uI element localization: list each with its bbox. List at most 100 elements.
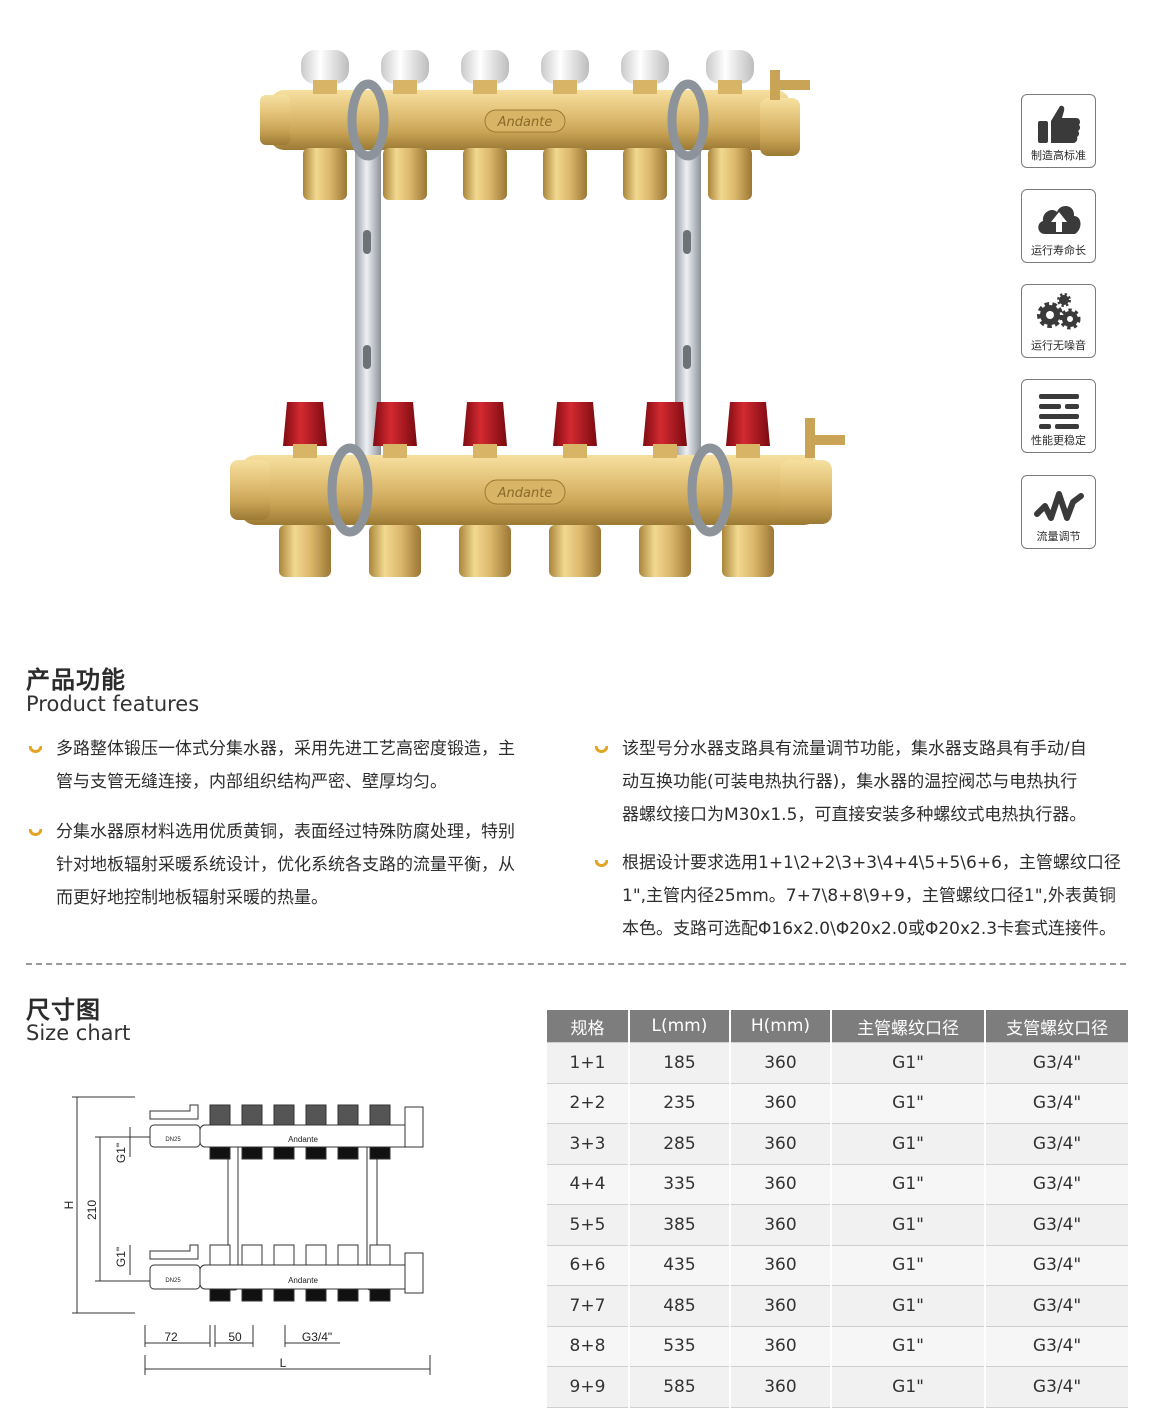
feature-line: 本色。支路可选配Φ16x2.0\Φ20x2.0或Φ20x2.3卡套式连接件。 xyxy=(622,919,1117,939)
table-cell: 3+3 xyxy=(547,1123,630,1164)
table-cell: 360 xyxy=(729,1163,832,1205)
table-cell: 360 xyxy=(729,1082,832,1124)
table-cell: 285 xyxy=(628,1123,731,1164)
table-cell: G1" xyxy=(830,1325,987,1367)
table-cell: 235 xyxy=(628,1082,731,1124)
feature-item-4: 根据设计要求选用1+1\2+2\3+3\4+4\5+5\6+6，主管螺纹口径 1… xyxy=(595,847,1142,946)
table-cell: G1" xyxy=(830,1285,987,1326)
table-cell: G1" xyxy=(830,1082,987,1124)
feature-badge-stable: 性能更稳定 xyxy=(1021,379,1096,453)
dim-label-l: L xyxy=(280,1356,287,1370)
feature-badge-label: 性能更稳定 xyxy=(1031,434,1086,447)
gears-icon xyxy=(1037,293,1081,330)
table-cell: 1+1 xyxy=(547,1042,630,1083)
table-cell: G1" xyxy=(830,1042,987,1083)
dim-label-h: H xyxy=(62,1201,76,1210)
photo-logo-bottom: Andante xyxy=(497,486,553,501)
feature-item-1: 多路整体锻压一体式分集水器，采用先进工艺高密度锻造，主 管与支管无缝连接，内部组… xyxy=(29,733,576,799)
bullet-icon xyxy=(595,859,608,867)
col-header-h: H(mm) xyxy=(729,1010,832,1043)
table-header-row: 规格 L(mm) H(mm) 主管螺纹口径 支管螺纹口径 xyxy=(547,1010,1128,1043)
dim-label-g34: G3/4" xyxy=(302,1330,332,1344)
table-cell: G1" xyxy=(830,1244,987,1286)
feature-line: 管与支管无缝连接，内部组织结构严密、壁厚均匀。 xyxy=(56,772,447,792)
feature-badge-label: 运行无噪音 xyxy=(1031,339,1086,352)
feature-badge-label: 制造高标准 xyxy=(1031,149,1086,162)
feature-line: 多路整体锻压一体式分集水器，采用先进工艺高密度锻造，主 xyxy=(56,739,515,759)
feature-badge-lifespan: 运行寿命长 xyxy=(1021,189,1096,263)
drawing-top-manifold xyxy=(149,1104,424,1160)
dimension-drawing: Andante Andante DN25 DN25 H 210 G1" G1" … xyxy=(62,1096,431,1375)
table-cell: 7+7 xyxy=(547,1285,630,1326)
drawing-bottom-manifold xyxy=(149,1244,424,1302)
photo-logo-top: Andante xyxy=(497,115,553,130)
dim-label-g1-top: G1" xyxy=(114,1143,128,1163)
table-cell: 2+2 xyxy=(547,1082,630,1124)
drawing-brand-top: Andante xyxy=(288,1135,318,1144)
table-cell: 5+5 xyxy=(547,1204,630,1245)
bullet-icon xyxy=(595,745,608,753)
table-cell: 360 xyxy=(729,1244,832,1286)
table-cell: 585 xyxy=(628,1366,731,1408)
feature-line: 根据设计要求选用1+1\2+2\3+3\4+4\5+5\6+6，主管螺纹口径 xyxy=(622,853,1121,873)
section-divider xyxy=(26,963,1126,965)
dim-label-72: 72 xyxy=(164,1330,178,1344)
feature-badge-silent: 运行无噪音 xyxy=(1021,284,1096,358)
table-cell: G1" xyxy=(830,1204,987,1245)
table-cell: G3/4" xyxy=(985,1366,1128,1408)
bottom-valve-caps xyxy=(279,402,774,577)
dim-label-210: 210 xyxy=(85,1200,99,1220)
bullet-icon xyxy=(29,745,42,753)
features-title-en: Product features xyxy=(26,692,200,716)
col-header-l: L(mm) xyxy=(628,1010,731,1043)
table-cell: G3/4" xyxy=(985,1325,1128,1367)
feature-badge-flow: 流量调节 xyxy=(1021,475,1096,549)
col-header-branch-thread: 支管螺纹口径 xyxy=(985,1010,1128,1043)
dim-label-50: 50 xyxy=(228,1330,242,1344)
table-cell: 4+4 xyxy=(547,1163,630,1205)
feature-line: 该型号分水器支路具有流量调节功能，集水器支路具有手动/自 xyxy=(622,739,1087,759)
features-title-cn: 产品功能 xyxy=(26,666,126,694)
table-cell: G3/4" xyxy=(985,1244,1128,1286)
pipe-clamps xyxy=(327,79,733,537)
top-valve-caps xyxy=(301,50,754,200)
table-cell: G3/4" xyxy=(985,1042,1128,1083)
size-title-cn: 尺寸图 xyxy=(26,996,101,1024)
feature-badge-quality: 制造高标准 xyxy=(1021,94,1096,168)
feature-badge-label: 流量调节 xyxy=(1036,530,1081,543)
table-cell: G3/4" xyxy=(985,1082,1128,1124)
table-cell: 485 xyxy=(628,1285,731,1326)
table-cell: 435 xyxy=(628,1244,731,1286)
top-manifold: Andante xyxy=(260,70,810,156)
feature-line: 器螺纹接口为M30x1.5，可直接安装多种螺纹式电热执行器。 xyxy=(622,805,1087,825)
table-cell: 360 xyxy=(729,1285,832,1326)
support-bracket-left xyxy=(355,140,381,460)
feature-item-2: 分集水器原材料选用优质黄铜，表面经过特殊防腐处理，特别 针对地板辐射采暖系统设计… xyxy=(29,816,576,915)
table-cell: G1" xyxy=(830,1366,987,1408)
table-cell: G3/4" xyxy=(985,1204,1128,1245)
drawing-valve-tag-top: DN25 xyxy=(165,1137,181,1143)
table-cell: 360 xyxy=(729,1366,832,1408)
sliders-lines-icon xyxy=(1039,394,1079,429)
cloud-upload-icon xyxy=(1038,206,1081,234)
wave-icon xyxy=(1034,491,1084,521)
table-cell: G3/4" xyxy=(985,1163,1128,1205)
table-cell: 360 xyxy=(729,1042,832,1083)
feature-badge-label: 运行寿命长 xyxy=(1031,244,1086,257)
dim-label-g1-bottom: G1" xyxy=(114,1247,128,1267)
size-title-en: Size chart xyxy=(26,1021,131,1045)
drawing-valve-tag-bottom: DN25 xyxy=(165,1278,181,1284)
drawing-brand-bottom: Andante xyxy=(288,1276,318,1285)
table-cell: 360 xyxy=(729,1325,832,1367)
table-cell: 360 xyxy=(729,1123,832,1164)
table-cell: 335 xyxy=(628,1163,731,1205)
